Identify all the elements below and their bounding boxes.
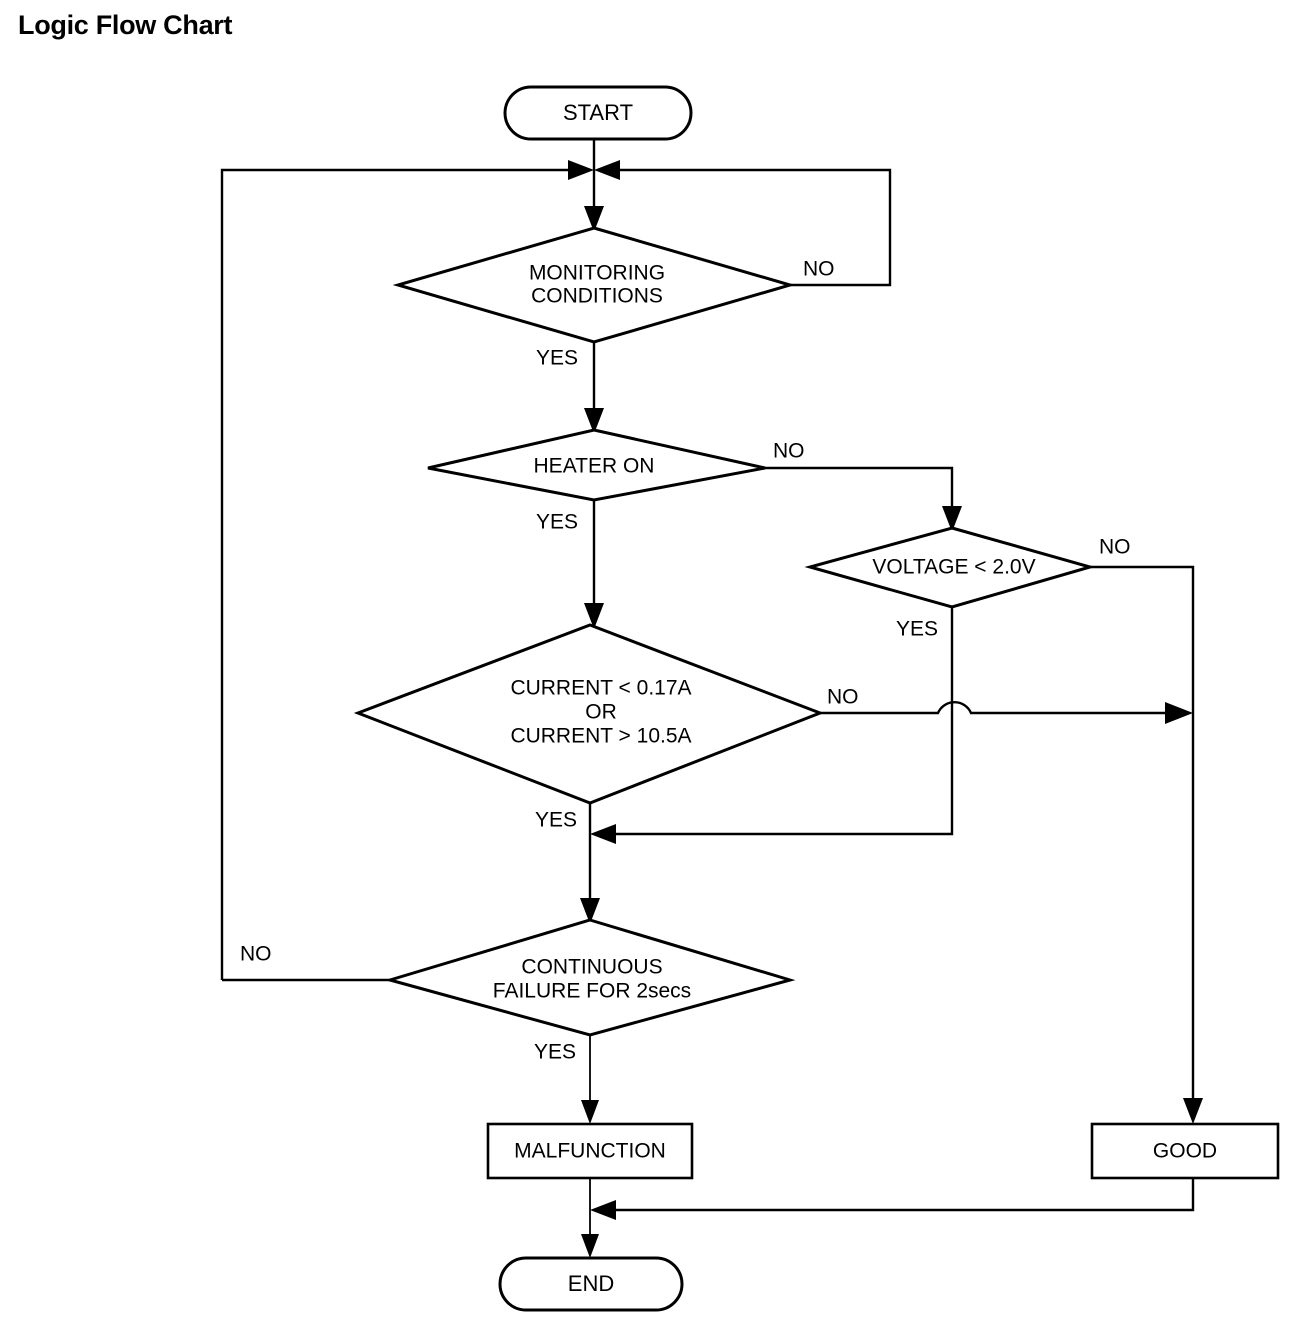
malfunction-box-shape [486,1122,694,1180]
arrowhead-into-monitoring [584,206,604,232]
arrowhead-into-end [581,1234,599,1258]
edge-voltage-yes [608,607,954,836]
monitoring-label-line1: MONITORING [529,262,665,285]
edge-label-voltage-yes: YES [896,618,938,641]
heater-decision-shape [427,428,766,502]
arrowhead-current-no-join [1165,702,1193,724]
arrowhead-loopback-right [594,160,620,180]
arrowhead-voltage-yes-join [590,824,616,844]
edge-label-heater-yes: YES [536,511,578,534]
node-voltage[interactable]: VOLTAGE < 2.0V [804,526,1096,609]
edge-label-continuous-no: NO [240,943,272,966]
node-start[interactable]: START [503,85,693,141]
current-label-line3: CURRENT > 10.5A [510,725,691,748]
continuous-label-line2: FAILURE FOR 2secs [493,980,691,1003]
arrowhead-into-voltage [942,506,962,532]
current-decision-shape [353,623,825,805]
arrowhead-into-continuous [580,898,600,924]
end-label: END [568,1271,614,1296]
node-malfunction[interactable]: MALFUNCTION [486,1122,694,1180]
end-terminator-shape [498,1256,684,1312]
node-current[interactable]: CURRENT < 0.17A OR CURRENT > 10.5A [353,623,825,805]
edge-continuous-no-loopback [220,168,576,980]
edge-monitoring-no [612,168,892,287]
continuous-decision-shape [384,918,796,1037]
node-monitoring-conditions[interactable]: MONITORING CONDITIONS [392,226,796,344]
edge-current-no-with-line-hop [820,700,1170,715]
arrowhead-into-heater [584,408,604,434]
start-terminator-shape [503,85,693,141]
page-title: Logic Flow Chart [18,10,233,40]
edge-label-monitoring-yes: YES [536,347,578,370]
arrowhead-into-current [584,603,604,629]
start-label: START [563,100,633,125]
edge-label-current-no: NO [827,686,859,709]
arrowhead-loopback-left [568,160,594,180]
voltage-decision-shape [804,526,1096,609]
voltage-label: VOLTAGE < 2.0V [872,556,1035,579]
node-good[interactable]: GOOD [1090,1122,1280,1180]
node-end[interactable]: END [498,1256,684,1312]
node-heater-on[interactable]: HEATER ON [427,428,766,502]
arrowhead-into-good [1183,1098,1203,1124]
monitoring-label-line2: CONDITIONS [531,285,663,308]
arrowhead-into-malfunction [581,1100,599,1124]
node-continuous-failure[interactable]: CONTINUOUS FAILURE FOR 2secs [384,918,796,1037]
current-label-line2: OR [585,701,617,724]
heater-label: HEATER ON [534,455,655,478]
malfunction-label: MALFUNCTION [514,1140,666,1163]
edge-label-current-yes: YES [535,809,577,832]
edge-voltage-no [1090,565,1195,1120]
continuous-label-line1: CONTINUOUS [521,956,662,979]
edge-label-voltage-no: NO [1099,536,1131,559]
edge-label-continuous-yes: YES [534,1041,576,1064]
edge-label-heater-no: NO [773,440,805,463]
edge-good-to-end [608,1178,1195,1212]
current-label-line1: CURRENT < 0.17A [510,677,691,700]
arrowhead-good-join [590,1200,616,1220]
good-label: GOOD [1153,1140,1217,1163]
edge-label-monitoring-no: NO [803,258,835,281]
monitoring-decision-shape [392,226,796,344]
good-box-shape [1090,1122,1280,1180]
edge-heater-no [765,466,954,528]
